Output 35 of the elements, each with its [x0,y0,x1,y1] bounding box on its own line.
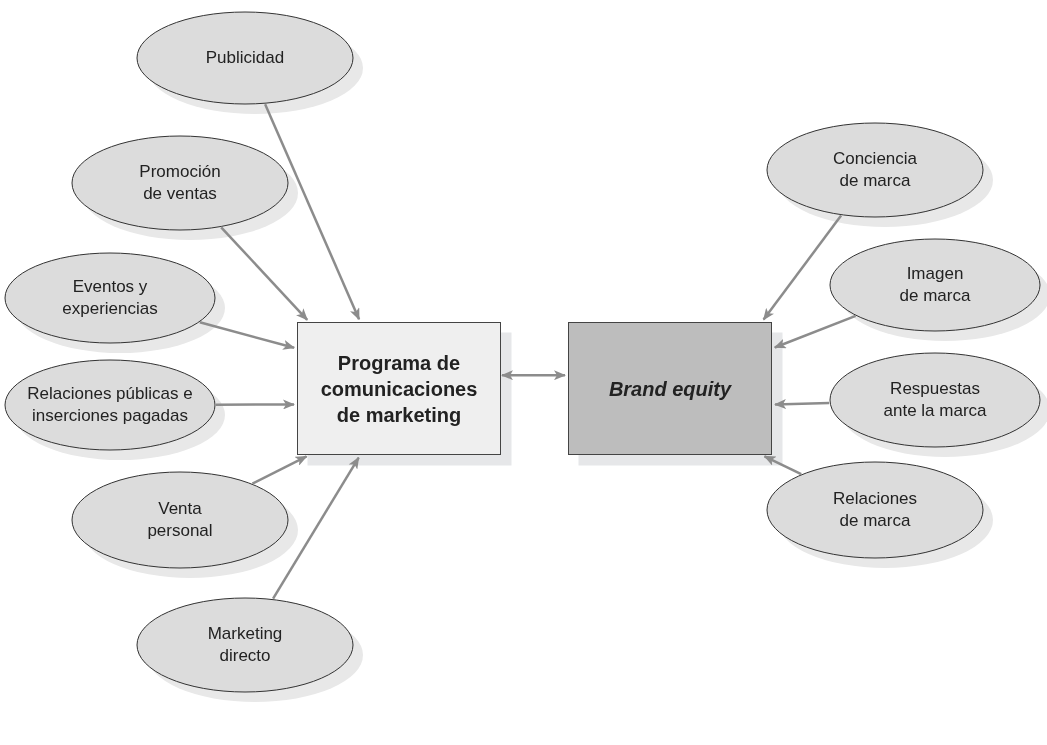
ellipse-node [766,122,994,228]
arrow [272,456,360,600]
ellipse-node [136,597,364,703]
ellipse-node [71,135,299,241]
process-box [297,322,511,465]
ellipse-node [4,359,226,461]
ellipse-node [829,352,1047,458]
node-label: Programa de comunicaciones de marketing [319,350,479,428]
node-label: Venta personal [146,497,214,542]
node-label: Eventos y experiencias [61,275,159,320]
node-label: Relaciones públicas e inserciones pagadas [26,382,194,427]
arrow [251,455,308,485]
arrow [763,455,802,476]
node-label: Relaciones de marca [831,487,919,532]
arrow [199,321,296,350]
node-label: Marketing directo [206,622,284,667]
node-label: Imagen de marca [898,262,972,307]
ellipse-node [766,461,994,569]
arrow [216,399,295,410]
process-box [568,322,782,465]
arrow [501,370,566,381]
ellipse-node [4,252,226,354]
arrow [220,226,309,321]
node-label: Publicidad [205,46,285,69]
node-label: Respuestas ante la marca [882,377,988,422]
arrow [264,103,361,321]
arrow [762,214,843,321]
node-label: Brand equity [607,376,733,402]
ellipse-node [71,471,299,579]
ellipse-node [829,238,1047,342]
node-label: Promoción de ventas [138,160,222,205]
arrow [774,399,830,410]
ellipse-node [136,11,364,115]
arrow [773,314,857,349]
node-label: Conciencia de marca [831,147,919,192]
